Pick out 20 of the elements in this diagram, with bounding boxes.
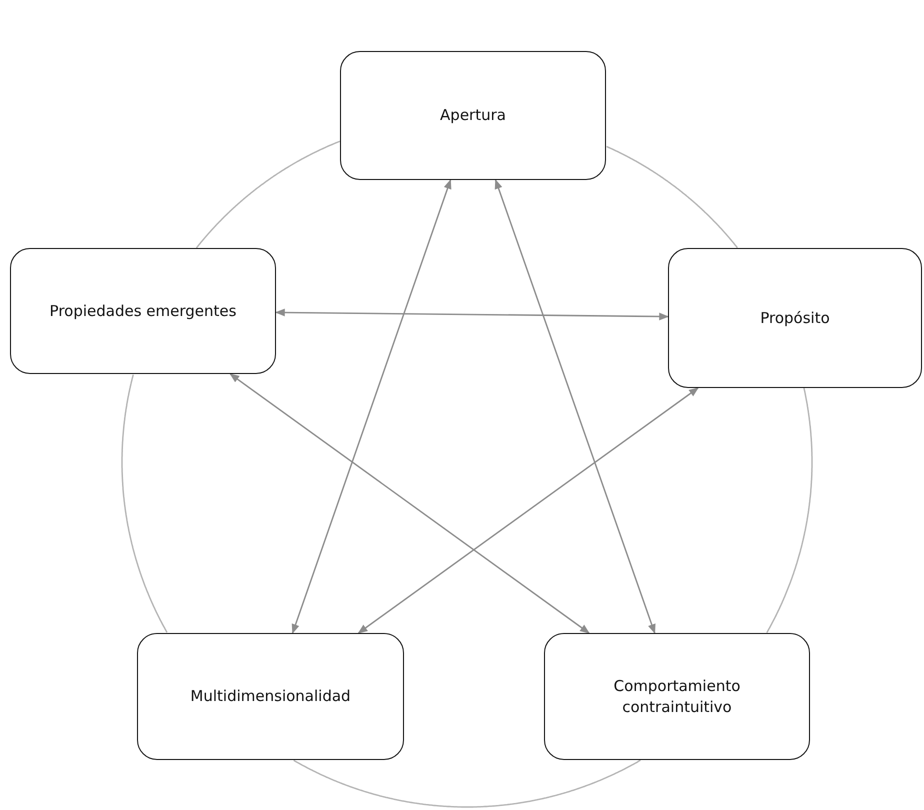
rounded-box	[668, 248, 922, 388]
node-label: Comportamiento contraintuitivo	[612, 676, 742, 717]
rounded-box	[544, 633, 810, 760]
node-label: Apertura	[440, 105, 506, 126]
connector-line	[606, 146, 738, 248]
connector-line	[293, 760, 641, 808]
node-label: Propósito	[760, 308, 830, 328]
arrow	[275, 308, 669, 320]
arrow	[358, 387, 699, 634]
arrow	[292, 179, 452, 634]
connector-line	[121, 374, 168, 633]
rounded-box	[137, 633, 404, 760]
arrow	[494, 179, 656, 634]
rounded-box	[340, 51, 606, 180]
arrow	[230, 373, 590, 634]
node-label: Multidimensionalidad	[190, 686, 351, 707]
node-label: Propiedades emergentes	[50, 300, 236, 322]
connector-line	[196, 140, 340, 248]
rounded-box	[10, 248, 276, 374]
connector-line	[766, 388, 813, 634]
